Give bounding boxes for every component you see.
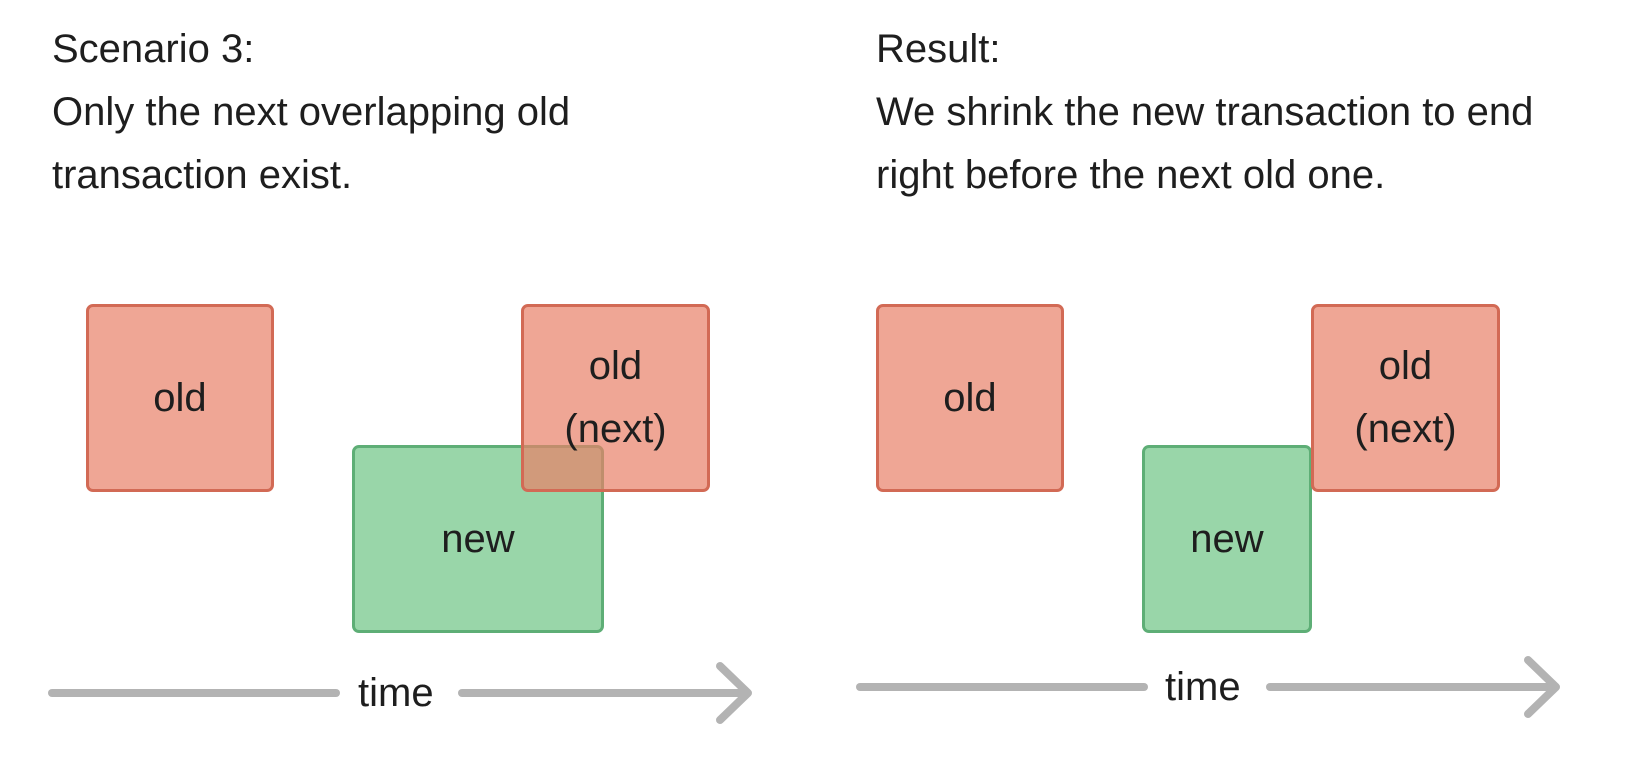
left-time-arrow-head [716, 662, 752, 724]
left-old-next-label-line-2: (next) [564, 407, 667, 451]
left-old-next-label: old (next) [564, 335, 666, 461]
right-old-next-label-line-1: old [1378, 344, 1433, 388]
right-old-label: old [943, 375, 997, 420]
right-new-label: new [1190, 516, 1264, 561]
right-old-next-label-line-2: (next) [1354, 407, 1457, 451]
left-old-label: old [153, 375, 207, 420]
right-old-box: old [876, 304, 1064, 492]
right-old-next-label: old (next) [1354, 335, 1456, 461]
right-new-box: new [1142, 445, 1312, 633]
left-time-label: time [358, 671, 434, 715]
left-new-box: new [352, 445, 604, 633]
left-heading: Scenario 3: Only the next overlapping ol… [52, 18, 570, 207]
left-old-box: old [86, 304, 274, 492]
left-heading-line-2: Only the next overlapping old [52, 90, 571, 134]
right-heading-line-1: Result: [876, 27, 1001, 71]
left-heading-line-3: transaction exist. [52, 153, 353, 197]
left-old-next-label-line-1: old [588, 344, 643, 388]
right-heading: Result: We shrink the new transaction to… [876, 18, 1533, 207]
right-time-arrow-head [1524, 656, 1560, 718]
right-heading-line-2: We shrink the new transaction to end [876, 90, 1534, 134]
left-old-next-box: old (next) [521, 304, 710, 492]
left-heading-line-1: Scenario 3: [52, 27, 255, 71]
right-time-label: time [1165, 665, 1241, 709]
left-new-label: new [441, 516, 515, 561]
right-heading-line-3: right before the next old one. [876, 153, 1386, 197]
right-old-next-box: old (next) [1311, 304, 1500, 492]
